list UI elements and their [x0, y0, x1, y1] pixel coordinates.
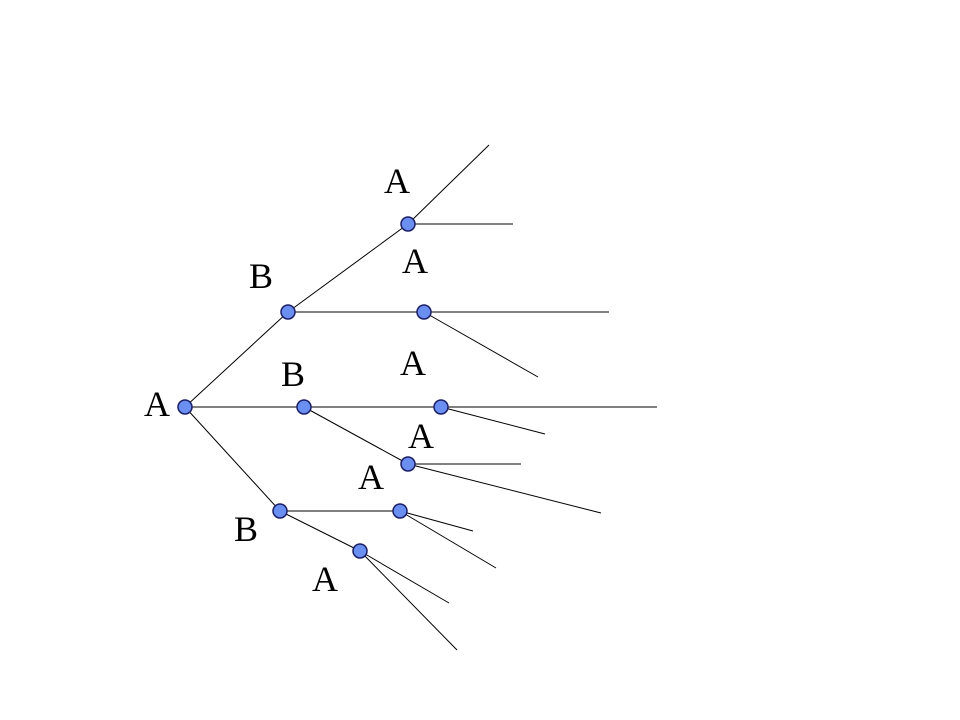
edge-top-node-diagonal: [407, 144, 490, 225]
edge-bottom-node-diagonal-a: [359, 550, 450, 604]
edge-mid-right-node-diagonal: [440, 406, 546, 435]
label-bottom: A: [312, 559, 338, 599]
node-lower: [400, 456, 416, 472]
label-lower-mid: A: [358, 457, 384, 497]
node-mid-b: [296, 399, 312, 415]
node-upper-right: [416, 304, 432, 320]
edge-upper-right-node-diagonal: [423, 311, 539, 378]
node-lower-b-right: [392, 503, 408, 519]
edge-lower-b-node-diagonal-b: [399, 510, 497, 569]
tree-edges: [184, 144, 657, 651]
edge-lower-b-bottom-node: [279, 510, 361, 552]
edge-lower-node-diagonal: [407, 463, 602, 514]
edge-root-upper-b: [184, 311, 289, 408]
label-root: A: [144, 384, 170, 424]
node-root: [177, 399, 193, 415]
label-mid-b: B: [281, 354, 305, 394]
label-upper-mid: A: [402, 241, 428, 281]
node-upper-b: [280, 304, 296, 320]
edge-bottom-node-diagonal-b: [359, 550, 458, 651]
label-mid-lower-right: A: [408, 416, 434, 456]
node-mid-right: [433, 399, 449, 415]
tree-nodes: [177, 216, 449, 559]
node-top: [400, 216, 416, 232]
edge-root-lower-b: [184, 406, 281, 512]
label-top-right: A: [384, 161, 410, 201]
edge-upper-b-top-node: [287, 223, 409, 313]
edge-mid-b-lower: [303, 406, 409, 465]
edge-lower-b-node-diagonal-a: [399, 510, 474, 532]
label-lower-b: B: [234, 509, 258, 549]
label-mid-right: A: [400, 343, 426, 383]
node-lower-b: [272, 503, 288, 519]
tree-labels: A A B A B A A A B A: [144, 161, 434, 599]
label-upper-b: B: [249, 256, 273, 296]
node-bottom: [352, 543, 368, 559]
